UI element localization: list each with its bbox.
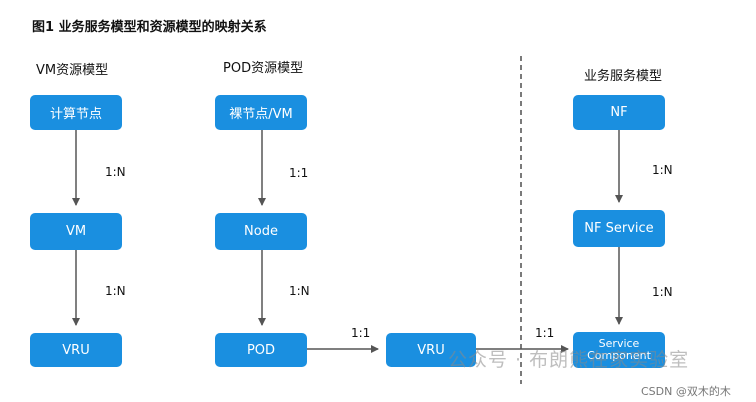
ratio-svc-2: 1:N: [652, 285, 673, 299]
node-box: Node: [215, 213, 307, 250]
ratio-pod-2: 1:N: [289, 284, 310, 298]
pod-box: POD: [215, 333, 307, 367]
vm-box: VM: [30, 213, 122, 250]
ratio-vm-1: 1:N: [105, 165, 126, 179]
service-component-line2: Component: [587, 349, 651, 362]
vru-box-vm: VRU: [30, 333, 122, 367]
nf-service-box: NF Service: [573, 210, 665, 247]
compute-node-box: 计算节点: [30, 95, 122, 130]
ratio-vm-2: 1:N: [105, 284, 126, 298]
csdn-credit: CSDN @双木的木: [641, 385, 731, 398]
vru-box-middle: VRU: [386, 333, 476, 367]
figure-title: 图1 业务服务模型和资源模型的映射关系: [32, 20, 267, 35]
bare-node-vm-box: 裸节点/VM: [215, 95, 307, 130]
ratio-vru-to-component: 1:1: [535, 326, 555, 340]
ratio-pod-1: 1:1: [289, 166, 309, 180]
pod-model-label: POD资源模型: [223, 61, 304, 76]
ratio-pod-to-vru: 1:1: [351, 326, 371, 340]
vm-model-label: VM资源模型: [36, 63, 109, 78]
service-component-line1: Service: [598, 337, 640, 350]
service-component-box: Service Component: [573, 332, 665, 368]
service-model-label: 业务服务模型: [584, 69, 663, 84]
ratio-svc-1: 1:N: [652, 163, 673, 177]
watermark: 公众号 · 布朗熊在家实验室: [448, 349, 690, 371]
nf-box: NF: [573, 95, 665, 130]
